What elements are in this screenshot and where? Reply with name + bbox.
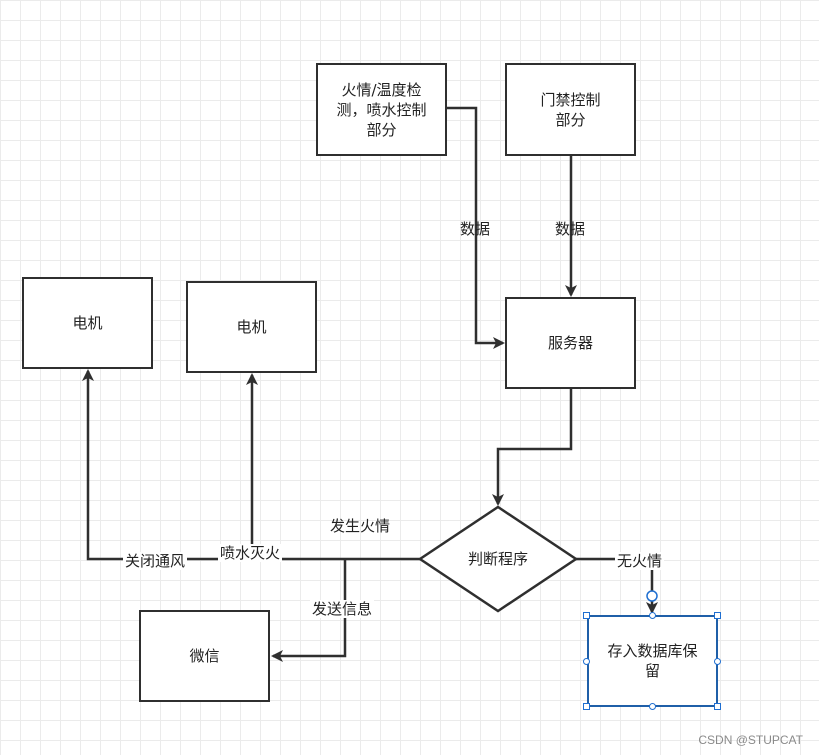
connection-point-circle[interactable] (646, 590, 658, 602)
edge-server-to-decision (492, 389, 573, 506)
resize-handle-bottom-right[interactable] (714, 703, 721, 710)
wechat-node[interactable]: 微信 (139, 610, 270, 702)
fire-detection-node[interactable]: 火情/温度检 测，喷水控制 部分 (316, 63, 447, 156)
resize-handle-top-left[interactable] (583, 612, 590, 619)
database-node[interactable]: 存入数据库保 留 (587, 615, 718, 707)
resize-handle-middle-right[interactable] (714, 658, 721, 665)
access-control-node[interactable]: 门禁控制 部分 (505, 63, 636, 156)
edge-label-close-ventilation: 关闭通风 (123, 552, 188, 570)
resize-handle-top-right[interactable] (714, 612, 721, 619)
edge-label-no-fire: 无火情 (615, 552, 665, 570)
resize-handle-top-center[interactable] (649, 612, 656, 619)
watermark: CSDN @STUPCAT (698, 733, 803, 747)
server-node[interactable]: 服务器 (505, 297, 636, 389)
resize-handle-middle-left[interactable] (583, 658, 590, 665)
resize-handle-bottom-center[interactable] (649, 703, 656, 710)
edge-label-send-message: 发送信息 (310, 600, 375, 618)
resize-handle-bottom-left[interactable] (583, 703, 590, 710)
motor-right-node[interactable]: 电机 (186, 281, 317, 373)
edge-label-data-right: 数据 (555, 220, 586, 238)
edge-label-spray-extinguish: 喷水灭火 (218, 544, 283, 562)
motor-left-node[interactable]: 电机 (22, 277, 153, 369)
decision-label: 判断程序 (467, 550, 528, 568)
edge-label-data-left: 数据 (460, 220, 491, 238)
edge-label-fire-occurs: 发生火情 (330, 517, 391, 535)
